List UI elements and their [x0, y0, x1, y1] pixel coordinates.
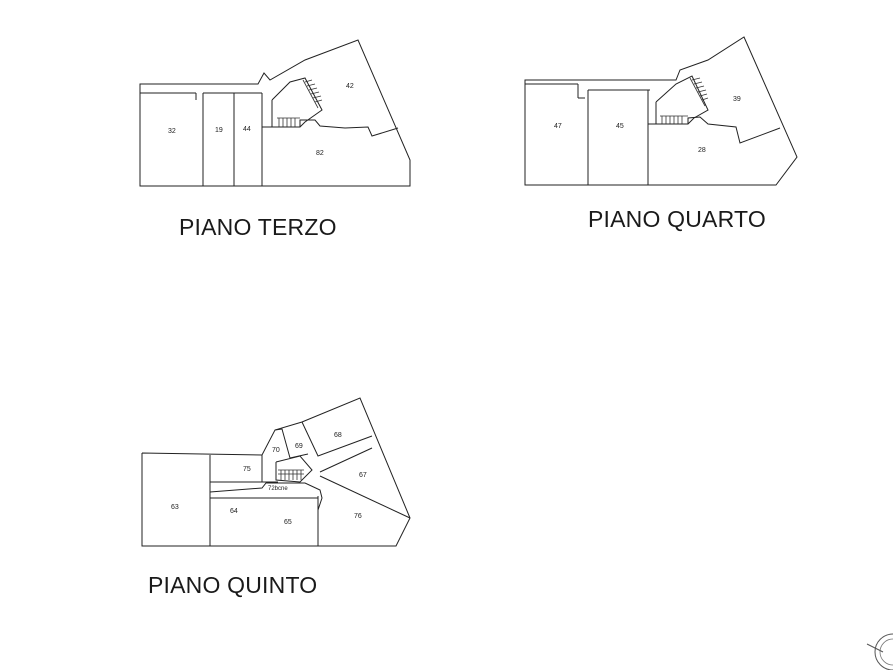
room-label: 68: [334, 432, 342, 439]
room-label: 65: [284, 519, 292, 526]
room-label: 45: [616, 123, 624, 130]
room-label: 63: [171, 504, 179, 511]
room-label: 47: [554, 123, 562, 130]
room-label: 42: [346, 83, 354, 90]
room-label: 75: [243, 466, 251, 473]
plan-quarto-outline: [524, 36, 798, 186]
room-label: 72bcne: [268, 486, 288, 492]
plan-title-quarto: PIANO QUARTO: [588, 206, 766, 232]
room-label: 44: [243, 126, 251, 133]
room-label: 70: [272, 447, 280, 454]
plan-title-quinto: PIANO QUINTO: [148, 572, 318, 598]
stamp-mark-icon: [866, 633, 893, 670]
room-label: 67: [359, 472, 367, 479]
room-label: 76: [354, 513, 362, 520]
room-label: 28: [698, 147, 706, 154]
room-label: 64: [230, 508, 238, 515]
plan-terzo-stairs: [277, 79, 323, 127]
room-label: 69: [295, 443, 303, 450]
plan-terzo-outline: [139, 39, 411, 187]
plan-quarto-stairs: [660, 77, 709, 124]
room-label: 19: [215, 127, 223, 134]
room-label: 39: [733, 96, 741, 103]
plan-quinto-outline: [141, 397, 411, 547]
room-label: 82: [316, 150, 324, 157]
plan-quinto-stairs: [278, 469, 304, 480]
plan-title-terzo: PIANO TERZO: [179, 214, 337, 240]
room-label: 32: [168, 128, 176, 135]
